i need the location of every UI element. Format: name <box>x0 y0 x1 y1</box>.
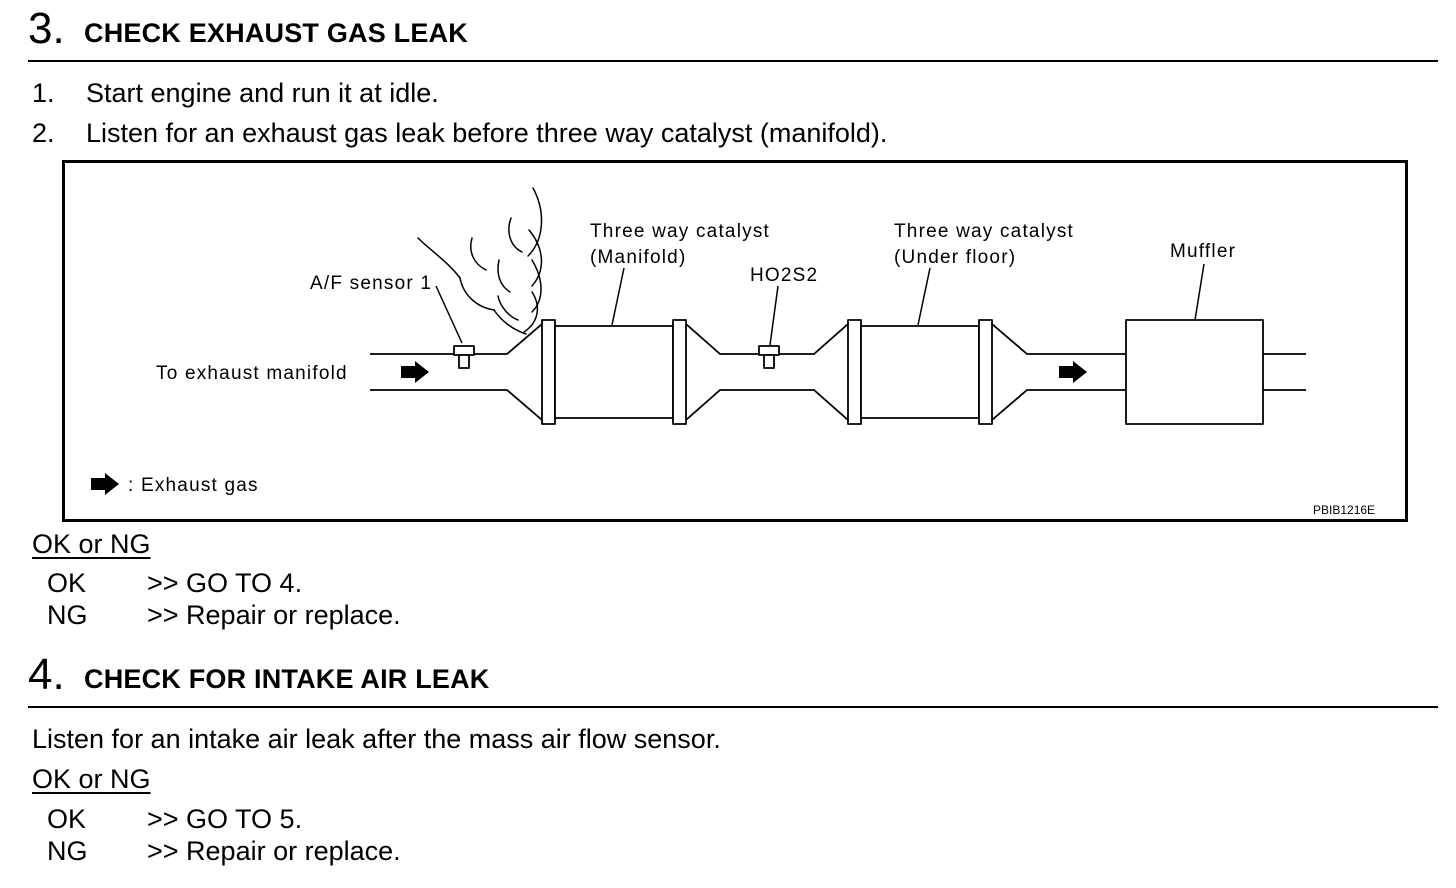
twc-underfloor-front-flange <box>847 319 862 425</box>
rear-pipe-bottom <box>991 389 1126 421</box>
gas-leak-cloud-icon <box>417 187 543 335</box>
step-3-header: 3. CHECK EXHAUST GAS LEAK <box>28 4 1438 62</box>
instruction-2-number: 2. <box>32 118 55 148</box>
step-3-result-ng-action: >> Repair or replace. <box>147 600 401 630</box>
label-ho2s2: HO2S2 <box>750 265 818 286</box>
step-4-instruction: Listen for an intake air leak after the … <box>32 724 721 754</box>
twc-manifold-front-flange <box>541 319 556 425</box>
step-4-result-ok-key: OK <box>47 804 87 834</box>
ho2s2-sensor-icon <box>758 345 780 356</box>
step-3-result-heading: OK or NG <box>32 529 151 559</box>
step-4-divider <box>28 706 1438 708</box>
twc-underfloor-rear-flange <box>978 319 993 425</box>
step-4-title: CHECK FOR INTAKE AIR LEAK <box>84 664 490 694</box>
step-4-result-ok-action: >> GO TO 5. <box>147 804 303 834</box>
label-to-exhaust-manifold: To exhaust manifold <box>156 363 348 384</box>
twc-manifold-body <box>554 325 674 419</box>
step-3-result-ok-action: >> GO TO 4. <box>147 568 303 598</box>
legend-text: : Exhaust gas <box>128 475 259 496</box>
muffler-body <box>1125 319 1264 425</box>
label-twc-underfloor-line1: Three way catalyst <box>894 221 1074 242</box>
step-3-divider <box>28 60 1438 62</box>
twc-manifold-rear-flange <box>672 319 687 425</box>
step-3-result-ok-key: OK <box>47 568 87 598</box>
instruction-1-text: Start engine and run it at idle. <box>86 78 439 108</box>
step-3-number: 3. <box>28 4 65 53</box>
label-twc-manifold-line1: Three way catalyst <box>590 221 770 242</box>
instruction-2-text: Listen for an exhaust gas leak before th… <box>86 118 888 148</box>
inlet-pipe-top <box>370 323 543 355</box>
exhaust-flow-arrow-icon <box>401 361 429 383</box>
step-4-number: 4. <box>28 650 65 699</box>
step-4-header: 4. CHECK FOR INTAKE AIR LEAK <box>28 650 1438 708</box>
label-muffler: Muffler <box>1170 241 1236 262</box>
label-af-sensor-1: A/F sensor 1 <box>310 273 432 294</box>
exhaust-system-diagram: Three way catalyst (Manifold) Three way … <box>62 160 1408 522</box>
af-sensor-1-icon <box>453 345 475 356</box>
legend-arrow-icon <box>91 473 119 495</box>
label-twc-underfloor-line2: (Under floor) <box>894 247 1016 268</box>
step-4-result-heading: OK or NG <box>32 764 151 794</box>
inlet-pipe-bottom <box>370 389 543 421</box>
step-4-result-ng-action: >> Repair or replace. <box>147 836 401 866</box>
figure-code: PBIB1216E <box>1313 503 1375 517</box>
rear-pipe-top <box>991 323 1126 355</box>
twc-underfloor-body <box>860 325 980 419</box>
step-3-result-ng-key: NG <box>47 600 88 630</box>
step-4-result-ng-key: NG <box>47 836 88 866</box>
label-twc-manifold-line2: (Manifold) <box>590 247 686 268</box>
exhaust-flow-arrow-icon <box>1059 361 1087 383</box>
instruction-1-number: 1. <box>32 78 55 108</box>
mid-pipe-bottom <box>685 389 849 421</box>
step-3-title: CHECK EXHAUST GAS LEAK <box>84 18 468 48</box>
